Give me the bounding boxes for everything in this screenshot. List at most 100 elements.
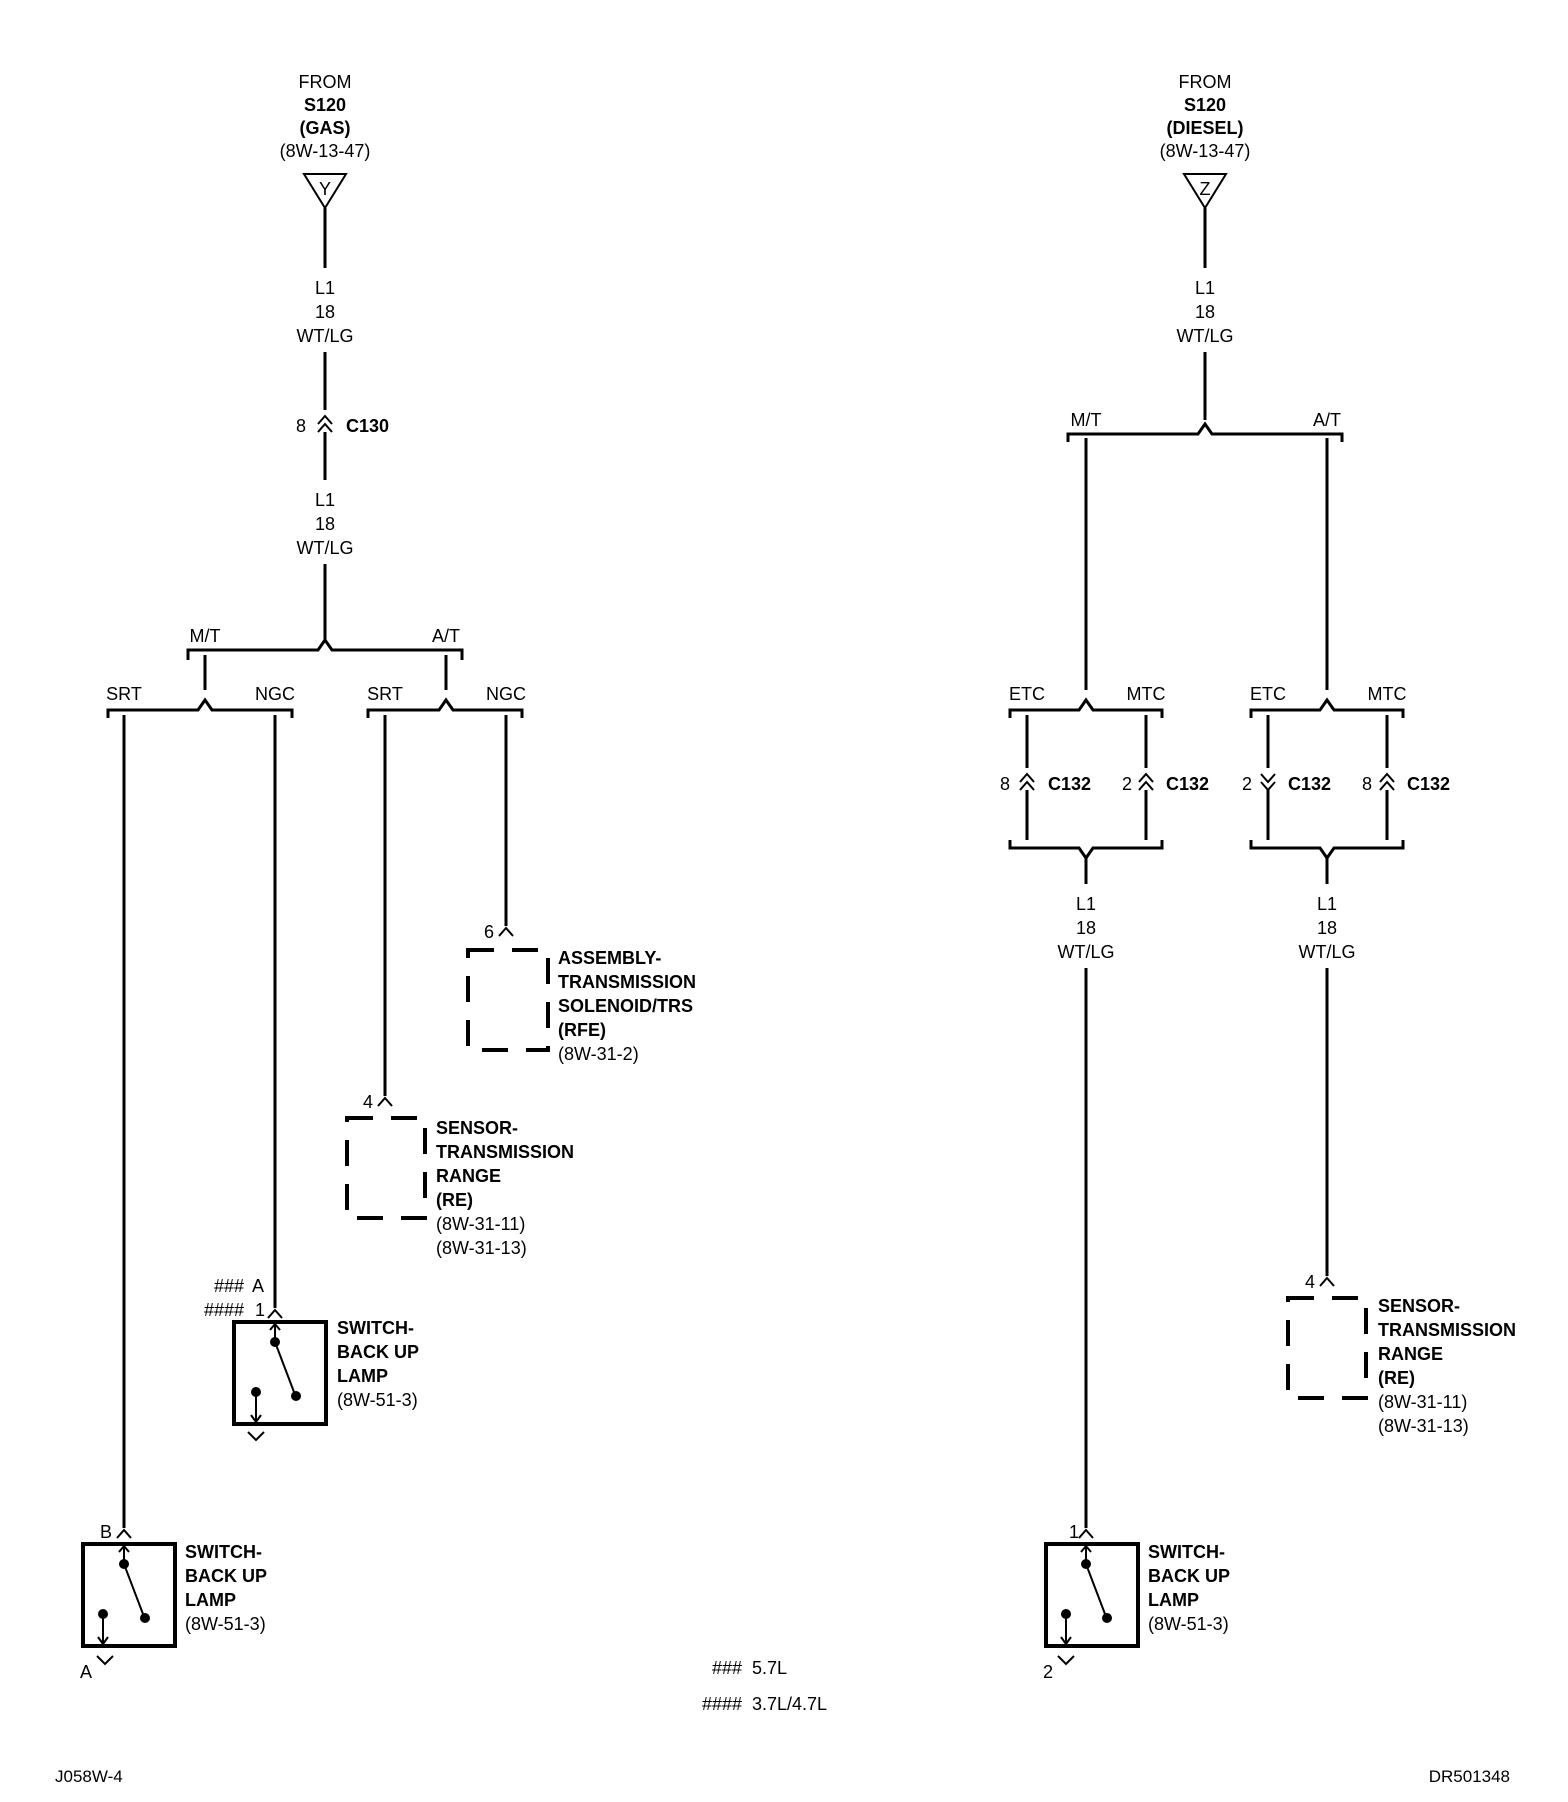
solenoid-trs-line-1: ASSEMBLY- [558, 948, 661, 968]
backup-switch-ngc-marker-37: #### [204, 1300, 244, 1320]
backup-switch-diesel-out-pin-symbol [1057, 1655, 1075, 1666]
backup-switch-ngc-blade [274, 1341, 295, 1393]
wire-diesel-1-gauge: 18 [1195, 302, 1215, 322]
wire-gas-1-circuit: L1 [315, 278, 335, 298]
backup-switch-diesel-arrow-in [1080, 1544, 1092, 1553]
range-sensor-right-ref-1[interactable]: (8W-31-11) [1378, 1392, 1467, 1412]
solenoid-trs-pin-symbol [498, 926, 514, 937]
backup-switch-diesel-pin-out: 2 [1043, 1662, 1053, 1682]
connector-c132-etc-at-symbol-top [1260, 773, 1276, 784]
connector-c132-mtc-at-name: C132 [1407, 774, 1450, 794]
range-sensor-right-ref-2[interactable]: (8W-31-13) [1378, 1416, 1469, 1436]
split-diesel-mt-etc-mtc: ETC MTC [1008, 684, 1166, 718]
backup-switch-srt-ref[interactable]: (8W-51-3) [185, 1614, 266, 1634]
range-sensor-right-line-2: TRANSMISSION [1378, 1320, 1516, 1340]
range-sensor-left-ref-2[interactable]: (8W-31-13) [436, 1238, 527, 1258]
solenoid-trs-line-3: SOLENOID/TRS [558, 996, 693, 1016]
connector-c132-mtc-mt-symbol-bottom [1138, 780, 1154, 791]
backup-switch-srt-pin-out: A [80, 1662, 92, 1682]
source-diesel-variant: (DIESEL) [1166, 118, 1243, 138]
connector-c132-mtc-at-symbol-bottom [1379, 780, 1395, 791]
backup-switch-diesel-pin-in: 1 [1069, 1522, 1079, 1542]
range-sensor-left-box [345, 1116, 427, 1220]
component-range-sensor-right[interactable]: 4 SENSOR- TRANSMISSION RANGE (RE) (8W-31… [1286, 1272, 1516, 1436]
backup-switch-srt-contact-2 [140, 1613, 150, 1623]
source-gas-from: FROM [299, 72, 352, 92]
wire-gas-2-color: WT/LG [297, 538, 354, 558]
split-diesel-at-bracket [1249, 697, 1405, 718]
backup-switch-ngc-box [232, 1320, 328, 1426]
backup-switch-ngc-arrow-out [250, 1414, 262, 1424]
backup-switch-diesel-line-2: BACK UP [1148, 1566, 1230, 1586]
component-backup-switch-ngc[interactable]: ### A #### 1 SWITCH- BACK UP LAMP (8W-51… [204, 1276, 419, 1442]
range-sensor-right-pin-symbol [1319, 1276, 1335, 1287]
split-gas-mt-label: M/T [190, 626, 221, 646]
wire-gas-1-color: WT/LG [297, 326, 354, 346]
component-solenoid-trs[interactable]: 6 ASSEMBLY- TRANSMISSION SOLENOID/TRS (R… [466, 922, 696, 1064]
backup-switch-ngc-ref[interactable]: (8W-51-3) [337, 1390, 418, 1410]
backup-switch-ngc-contact-2 [291, 1391, 301, 1401]
source-diesel-from: FROM [1179, 72, 1232, 92]
split-gas-at-ngc-label: NGC [486, 684, 526, 704]
split-gas-mt-bracket [106, 697, 294, 718]
connector-c132-etc-at-name: C132 [1288, 774, 1331, 794]
range-sensor-left-line-4: (RE) [436, 1190, 473, 1210]
connector-c132-etc-at-pin: 2 [1242, 774, 1252, 794]
range-sensor-left-pin: 4 [363, 1092, 373, 1112]
legend-marker-2: #### [702, 1694, 742, 1714]
backup-switch-diesel-ref[interactable]: (8W-51-3) [1148, 1614, 1229, 1634]
split-diesel-at-label: A/T [1313, 410, 1341, 430]
connector-c132-etc-mt[interactable]: 8 C132 [1000, 772, 1091, 794]
component-backup-switch-diesel[interactable]: 1 2 SWITCH- BACK UP LAMP (8W-51-3) [1043, 1522, 1230, 1682]
component-range-sensor-left[interactable]: 4 SENSOR- TRANSMISSION RANGE (RE) (8W-31… [345, 1092, 574, 1258]
connector-c132-mtc-mt-symbol-top [1138, 772, 1154, 783]
connector-c132-mtc-mt[interactable]: 2 C132 [1122, 772, 1209, 794]
wire-gas-2-circuit: L1 [315, 490, 335, 510]
backup-switch-srt-arrow-out [97, 1636, 109, 1646]
connector-c132-mtc-mt-pin: 2 [1122, 774, 1132, 794]
connector-c132-etc-at[interactable]: 2 C132 [1242, 773, 1331, 794]
connector-c132-mtc-mt-name: C132 [1166, 774, 1209, 794]
connector-c132-mtc-at[interactable]: 8 C132 [1362, 772, 1450, 794]
range-sensor-right-pin: 4 [1305, 1272, 1315, 1292]
backup-switch-ngc-marker-57: ### [214, 1276, 244, 1296]
source-gas-variant: (GAS) [300, 118, 351, 138]
wire-diesel-1-color: WT/LG [1177, 326, 1234, 346]
split-diesel-at-mtc-label: MTC [1368, 684, 1407, 704]
wire-label-gas-2: L1 18 WT/LG [297, 490, 354, 558]
split-gas-at-srt-label: SRT [367, 684, 403, 704]
connector-c130-symbol-top [317, 414, 333, 425]
split-diesel-at-etc-label: ETC [1250, 684, 1286, 704]
solenoid-trs-line-4: (RFE) [558, 1020, 606, 1040]
range-sensor-left-line-2: TRANSMISSION [436, 1142, 574, 1162]
range-sensor-right-line-1: SENSOR- [1378, 1296, 1460, 1316]
connector-c132-etc-mt-name: C132 [1048, 774, 1091, 794]
source-diesel-tag-triangle [1182, 173, 1228, 210]
backup-switch-ngc-out-pin-symbol [247, 1431, 265, 1442]
solenoid-trs-ref[interactable]: (8W-31-2) [558, 1044, 639, 1064]
split-diesel-at-etc-mtc: ETC MTC [1249, 684, 1407, 718]
split-diesel-mt-mtc-label: MTC [1127, 684, 1166, 704]
connector-c130-pin: 8 [296, 416, 306, 436]
backup-switch-srt-line-1: SWITCH- [185, 1542, 262, 1562]
range-sensor-right-box [1286, 1296, 1368, 1400]
backup-switch-ngc-pin-symbol [267, 1308, 283, 1319]
backup-switch-diesel-arrow-out [1060, 1636, 1072, 1646]
component-backup-switch-srt[interactable]: B A SWITCH- BACK UP LAMP (8W-51-3) [80, 1522, 267, 1682]
backup-switch-diesel-box [1044, 1542, 1140, 1648]
range-sensor-left-ref-1[interactable]: (8W-31-11) [436, 1214, 525, 1234]
backup-switch-diesel-pin-symbol [1078, 1528, 1094, 1539]
backup-switch-ngc-line-2: BACK UP [337, 1342, 419, 1362]
legend: ### 5.7L #### 3.7L/4.7L [702, 1658, 827, 1714]
connector-c132-etc-mt-symbol-top [1019, 772, 1035, 783]
source-gas-tag: Y [319, 179, 331, 199]
backup-switch-diesel-blade [1085, 1563, 1106, 1615]
connector-c130[interactable]: 8 C130 [296, 414, 389, 436]
source-gas-splice: S120 [304, 95, 346, 115]
footer-left-id: J058W-4 [55, 1767, 123, 1786]
source-diesel-ref[interactable]: (8W-13-47) [1160, 141, 1251, 161]
source-gas-ref[interactable]: (8W-13-47) [280, 141, 371, 161]
footer-right-id: DR501348 [1429, 1767, 1510, 1786]
